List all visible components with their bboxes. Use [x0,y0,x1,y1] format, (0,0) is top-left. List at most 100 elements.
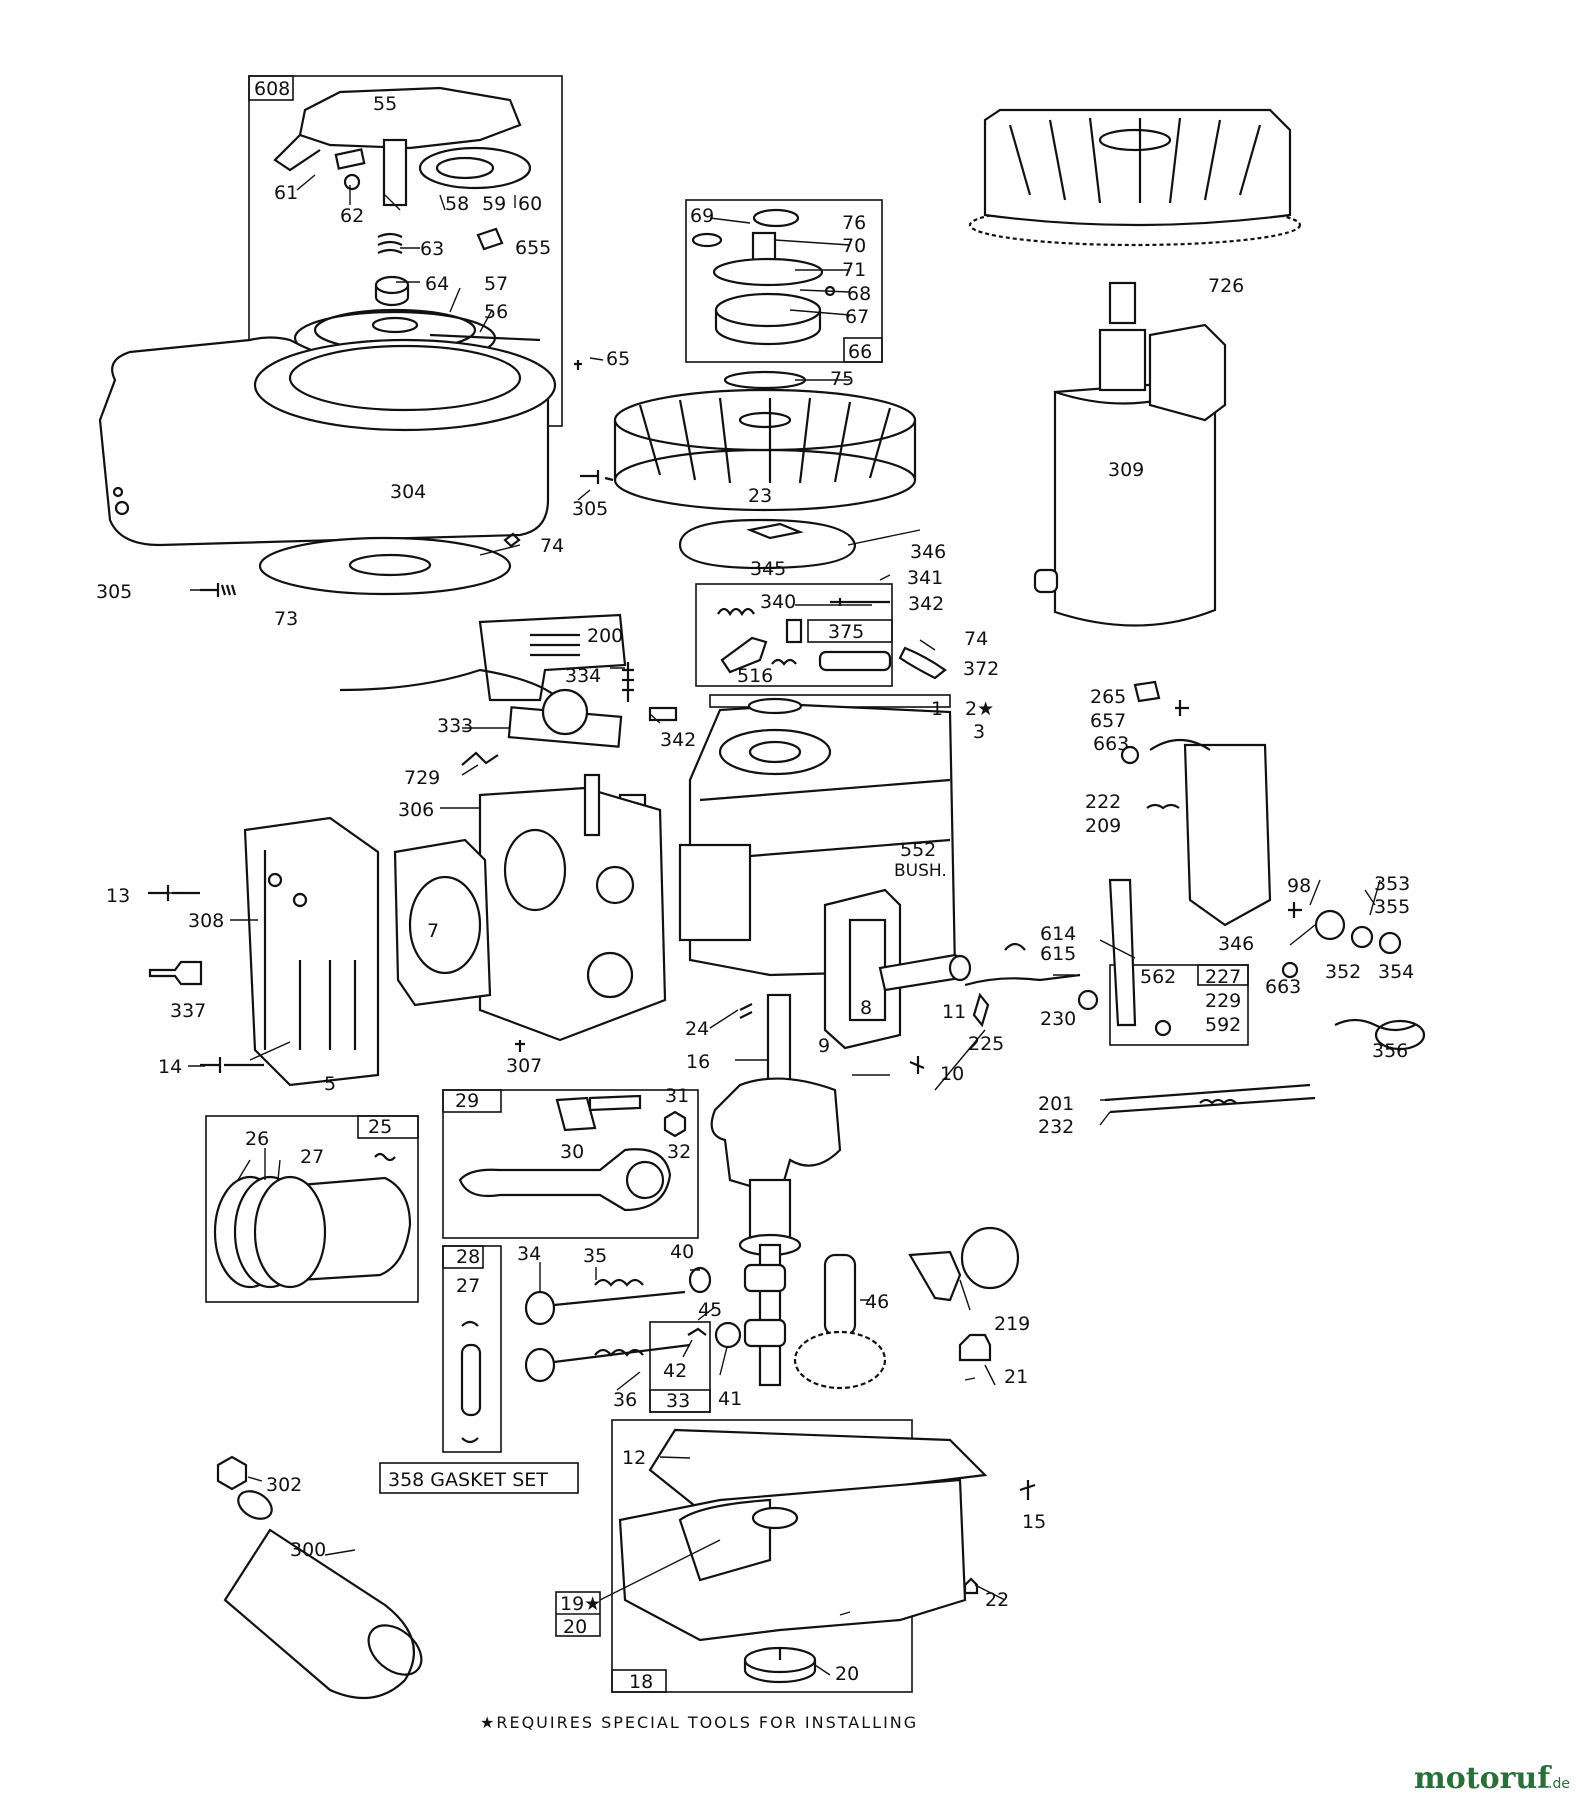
callout-22: 22 [985,1589,1009,1611]
callout-340: 340 [760,591,796,613]
callout-337: 337 [170,1000,206,1022]
valve-group [524,1266,742,1413]
callout-19: 19★ [560,1593,601,1615]
spring-663 [1149,739,1211,751]
callout-63: 63 [420,238,444,260]
callout-608: 608 [254,78,290,100]
callout-74: 74 [540,535,564,557]
callout-663: 663 [1093,733,1129,755]
governor-cup [958,1333,992,1362]
valve-spring-top [594,1278,644,1287]
starter-ring-gear [968,108,1302,247]
armature-plate [678,518,857,570]
callout-40: 40 [670,1241,694,1263]
recoil-starter-box-tab [248,75,294,101]
control-cable [339,668,561,701]
callout-352: 352 [1325,961,1361,983]
screw-663b [1281,961,1299,979]
callout-342: 342 [908,593,944,615]
brake-pin [785,618,803,644]
piston-pin [460,1343,482,1417]
piston-group [205,1115,419,1303]
screw-74-top [503,532,521,548]
control-lever-box-tab [1197,964,1249,986]
piston-pin-clip [374,1152,396,1162]
callout-307: 307 [506,1055,542,1077]
callout-29: 29 [455,1090,479,1112]
starter-cup-arm [273,134,321,172]
callout-55: 55 [373,93,397,115]
filter-nipple [237,1490,273,1520]
callout-12: 12 [622,1447,646,1469]
callout-13: 13 [106,885,130,907]
callout-73: 73 [274,608,298,630]
callout-305: 305 [572,498,608,520]
valve-seal [688,1266,712,1294]
screw-657 [1175,700,1189,716]
tappet-bottom [743,1318,787,1348]
callout-16: 16 [686,1051,710,1073]
callout-11: 11 [942,1001,966,1023]
gasket-set-box [379,1462,579,1494]
callout-302: 302 [266,1474,302,1496]
callout-18: 18 [629,1671,653,1693]
footnote: ★REQUIRES SPECIAL TOOLS FOR INSTALLING [480,1713,918,1732]
callout-346: 346 [910,541,946,563]
clutch-seal [752,208,800,228]
callout-27-b: 27 [456,1275,480,1297]
screw-10 [909,1056,925,1074]
clip-729 [461,751,499,766]
callout-69: 69 [690,205,714,227]
clutch-housing [714,292,822,328]
callout-309: 309 [1108,459,1144,481]
callout-14: 14 [158,1056,182,1078]
valve-rotator [714,1321,742,1349]
callout-65: 65 [606,348,630,370]
callout-10: 10 [940,1063,964,1085]
starter-terminal [1033,568,1059,594]
block-box-line [709,694,951,708]
callout-27-a: 27 [300,1146,324,1168]
clutch-group [685,199,883,363]
callout-3: 3 [973,721,985,743]
callout-71: 71 [842,259,866,281]
callout-5: 5 [324,1073,336,1095]
hex-nut-302 [216,1455,248,1491]
callout-615: 615 [1040,943,1076,965]
callout-42: 42 [663,1360,687,1382]
brake-spring-2 [771,658,797,666]
callout-20-b: 20 [835,1663,859,1685]
governor-bracket [908,1250,962,1302]
callout-552: 552 [900,839,936,861]
screw-305-left [200,583,237,597]
callout-23: 23 [748,485,772,507]
callout-225: 225 [968,1033,1004,1055]
callout-308: 308 [188,910,224,932]
callout-200: 200 [587,625,623,647]
callout-20-a: 20 [563,1616,587,1638]
callout-729: 729 [404,767,440,789]
tappet-top [743,1263,787,1293]
governor-lever-clamp [972,992,990,1028]
piston-box [205,1115,419,1303]
callout-209: 209 [1085,815,1121,837]
callout-bush: BUSH. [894,861,947,881]
callout-342-b: 342 [660,729,696,751]
callout-341: 341 [907,567,943,589]
brake-shoe [898,646,947,680]
callout-726: 726 [1208,275,1244,297]
callout-75: 75 [830,368,854,390]
screw-98 [1288,902,1302,918]
callout-32: 32 [667,1141,691,1163]
governor-gear [960,1226,1020,1290]
callout-663-b: 663 [1265,976,1301,998]
starter-dog [334,148,366,170]
clutch-plate [712,257,824,287]
callout-56: 56 [484,301,508,323]
control-lever [1108,878,1137,1027]
callout-345: 345 [750,558,786,580]
piston-box-tab [357,1115,419,1139]
callout-61: 61 [274,182,298,204]
callout-33: 33 [666,1390,690,1412]
spring-209 [1146,803,1180,810]
